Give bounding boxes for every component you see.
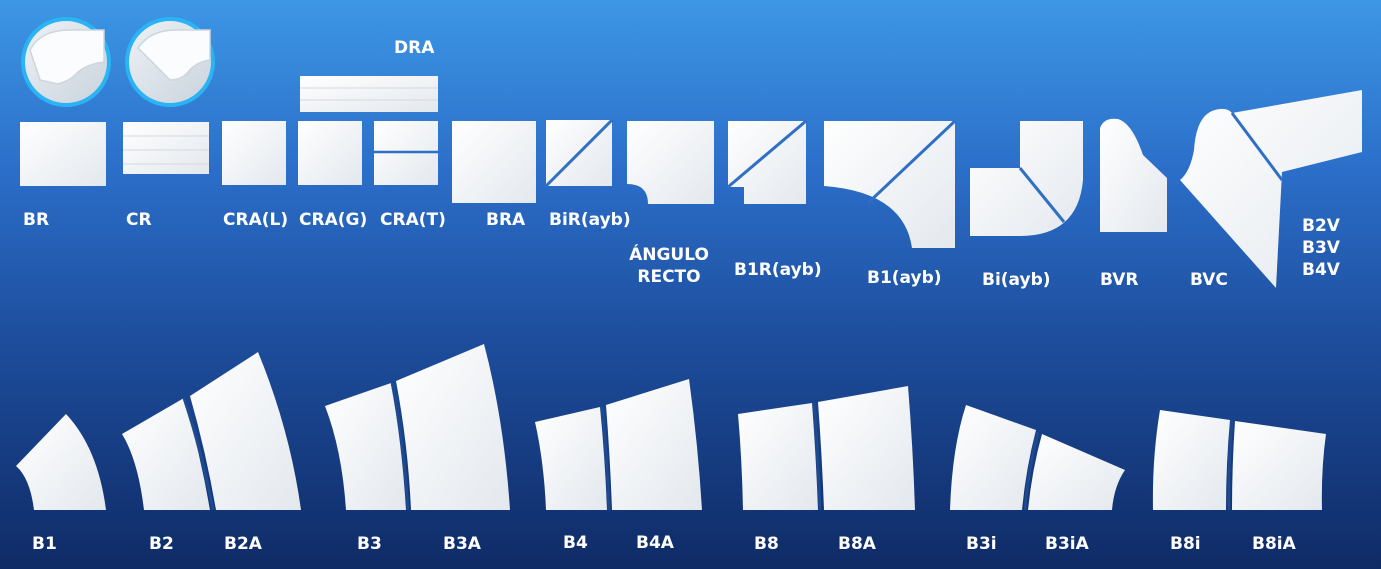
label-b8ia: B8iA bbox=[1252, 534, 1296, 554]
piece-bir bbox=[544, 118, 614, 188]
label-b3v: B3V bbox=[1302, 238, 1340, 258]
label-b2: B2 bbox=[149, 534, 174, 554]
label-b8a: B8A bbox=[838, 534, 876, 554]
label-bra: BRA bbox=[486, 210, 526, 230]
label-angulo-recto-line2: RECTO bbox=[637, 267, 701, 287]
label-b2a: B2A bbox=[224, 534, 262, 554]
label-b1-ayb: B1(ayb) bbox=[867, 268, 942, 288]
label-b2v: B2V bbox=[1302, 216, 1340, 236]
label-br: BR bbox=[23, 210, 50, 230]
piece-b2-b2a bbox=[122, 352, 301, 511]
label-b4a: B4A bbox=[636, 533, 674, 553]
profile-cr-ring bbox=[125, 17, 215, 107]
label-b3a: B3A bbox=[443, 534, 481, 554]
label-b3ia: B3iA bbox=[1045, 534, 1089, 554]
piece-angulo-recto bbox=[627, 121, 714, 204]
label-bvr: BVR bbox=[1100, 270, 1139, 290]
label-cra-t: CRA(T) bbox=[380, 210, 446, 230]
label-bir: BiR(ayb) bbox=[549, 210, 631, 230]
piece-b4-b4a bbox=[535, 379, 702, 511]
label-angulo-recto-line1: ÁNGULO bbox=[629, 245, 709, 265]
piece-b1-ayb bbox=[824, 119, 957, 248]
piece-cra-l bbox=[222, 121, 286, 185]
label-bi-ayb: Bi(ayb) bbox=[982, 270, 1051, 290]
label-cra-l: CRA(L) bbox=[223, 210, 289, 230]
label-b4v: B4V bbox=[1302, 260, 1340, 280]
label-b3: B3 bbox=[357, 534, 382, 554]
piece-cra-g bbox=[298, 121, 362, 185]
piece-bi-ayb bbox=[970, 121, 1083, 236]
piece-b1r bbox=[727, 119, 807, 204]
label-b8: B8 bbox=[754, 534, 779, 554]
piece-b3i-b3ia bbox=[950, 405, 1125, 511]
label-b1: B1 bbox=[32, 534, 57, 554]
piece-cra-t bbox=[374, 121, 438, 185]
piece-bvc bbox=[1180, 90, 1362, 288]
piece-br bbox=[20, 122, 106, 186]
piece-b3-b3a bbox=[325, 344, 510, 511]
piece-bvr bbox=[1100, 118, 1167, 232]
piece-b1 bbox=[16, 414, 106, 510]
label-b3i: B3i bbox=[966, 534, 997, 554]
profile-br-ring bbox=[21, 17, 111, 107]
label-b8i: B8i bbox=[1170, 534, 1201, 554]
label-dra: DRA bbox=[394, 38, 435, 58]
label-cra-g: CRA(G) bbox=[299, 210, 368, 230]
piece-b8i-b8ia bbox=[1152, 410, 1326, 511]
piece-b8-b8a bbox=[738, 386, 915, 511]
label-b1r: B1R(ayb) bbox=[734, 260, 822, 280]
piece-dra bbox=[300, 76, 438, 112]
label-bvc: BVC bbox=[1190, 270, 1228, 290]
label-cr: CR bbox=[126, 210, 152, 230]
piece-bra bbox=[452, 121, 536, 203]
piece-cr bbox=[123, 122, 209, 174]
label-b4: B4 bbox=[563, 533, 588, 553]
